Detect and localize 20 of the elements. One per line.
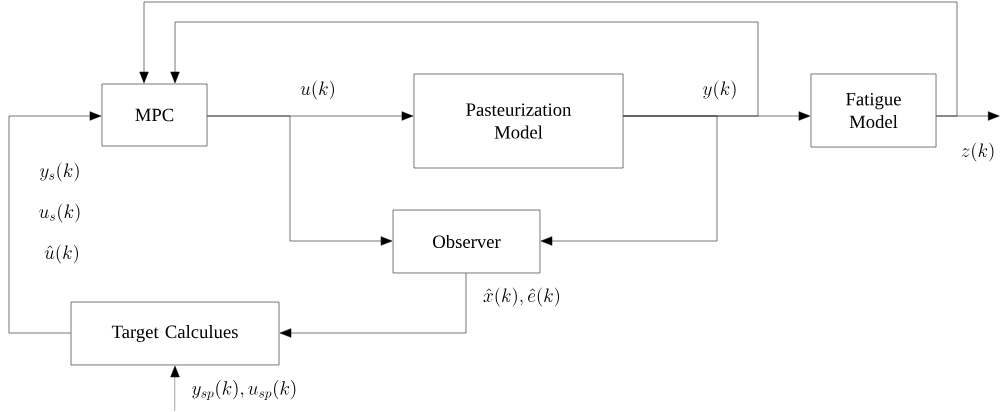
- edge-label: $y(k)$: [701, 79, 739, 101]
- edge-label: $\hat{x}(k), \hat{e}(k)$: [481, 286, 563, 308]
- signal-label: $u_s(k)$: [39, 203, 80, 223]
- arrow: [170, 21, 759, 117]
- arrow: [170, 365, 180, 412]
- block-box: Fatigue Model: [810, 73, 937, 148]
- block-box: Target Calculues: [70, 301, 280, 366]
- arrow: [207, 115, 393, 246]
- arrow: [139, 1, 958, 117]
- block-box: Observer: [392, 209, 541, 274]
- edge-label: $y_{sp}(k), u_{sp}(k)$: [190, 378, 299, 402]
- arrow: [279, 272, 467, 338]
- signal-label: $y_s(k)$: [39, 162, 79, 182]
- block-box: MPC: [101, 83, 208, 147]
- arrow: [540, 115, 718, 246]
- arrow: [8, 111, 102, 334]
- edge-label: $u(k)$: [298, 79, 338, 101]
- signal-label: $\hat{u}(k)$: [44, 244, 78, 264]
- block-box: Pasteurization Model: [413, 73, 624, 169]
- edge-label: $z(k)$: [959, 141, 997, 163]
